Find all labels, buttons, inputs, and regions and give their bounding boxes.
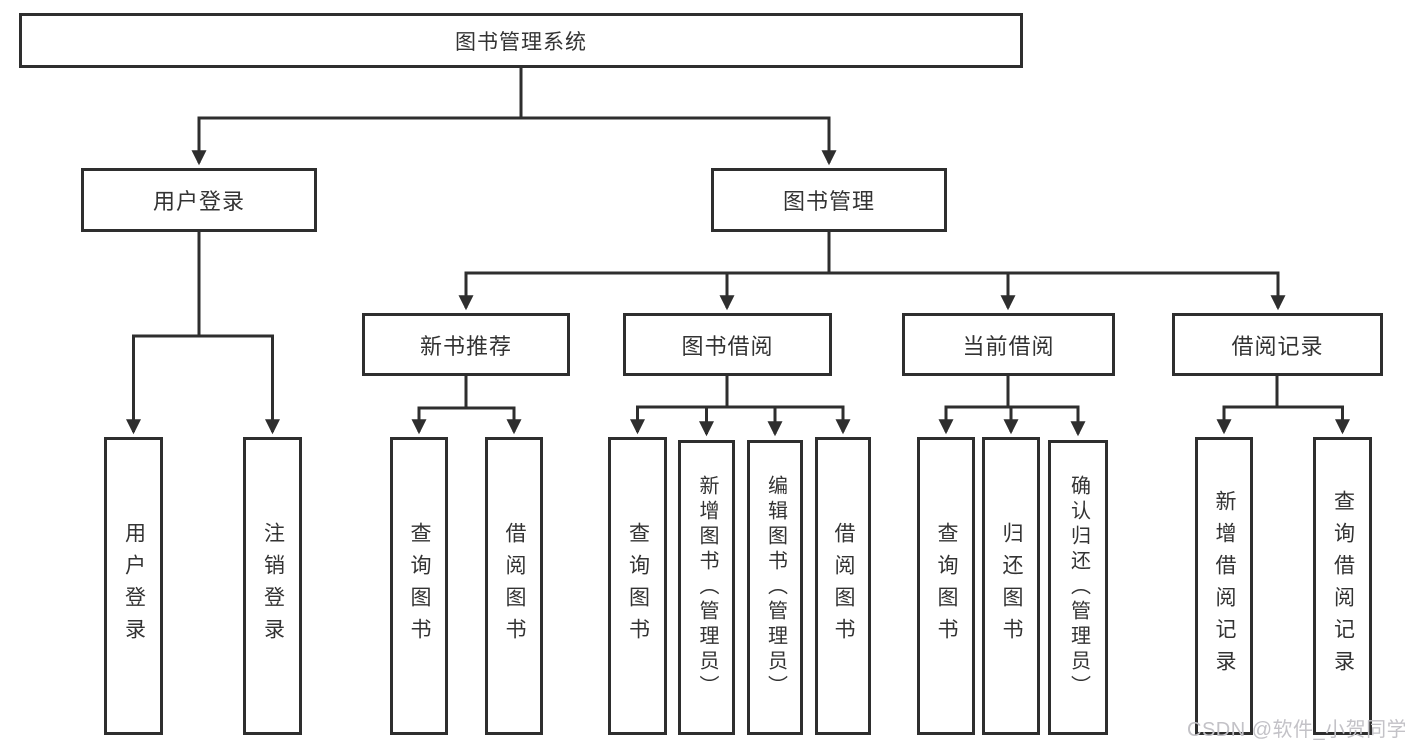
node-borrowing-records: 借阅记录 [1172, 313, 1383, 376]
leaf-add-book-admin: 新增图书（管理员） [678, 440, 735, 735]
leaf-query-books-borrow: 查询图书 [608, 437, 667, 735]
node-label: 查询图书 [626, 522, 650, 650]
node-label: 用户登录 [122, 522, 146, 650]
leaf-query-borrow-record: 查询借阅记录 [1313, 437, 1372, 735]
node-label: 图书管理 [782, 189, 875, 214]
node-label: 借阅图书 [503, 522, 527, 650]
node-label: 归还图书 [1000, 522, 1024, 650]
node-label: 新增图书（管理员） [696, 475, 718, 700]
leaf-borrow-books-recommend: 借阅图书 [485, 437, 543, 735]
leaf-logout: 注销登录 [243, 437, 302, 735]
node-label: 用户登录 [152, 189, 245, 214]
node-label: 查询图书 [935, 522, 959, 650]
node-user-login: 用户登录 [81, 168, 317, 232]
leaf-edit-book-admin: 编辑图书（管理员） [747, 440, 803, 735]
leaf-borrow-books: 借阅图书 [815, 437, 871, 735]
node-label: 编辑图书（管理员） [764, 475, 787, 700]
node-current-borrowing: 当前借阅 [902, 313, 1115, 376]
leaf-user-login: 用户登录 [104, 437, 163, 735]
node-label: 图书借阅 [681, 333, 774, 359]
node-label: 确认归还（管理员） [1067, 475, 1090, 700]
node-label: 新增借阅记录 [1213, 490, 1237, 682]
node-book-management: 图书管理 [711, 168, 947, 232]
node-label: 注销登录 [261, 522, 285, 650]
node-label: 图书管理系统 [455, 30, 587, 54]
leaf-query-books-current: 查询图书 [917, 437, 975, 735]
node-book-borrowing: 图书借阅 [623, 313, 832, 376]
node-label: 借阅记录 [1231, 333, 1324, 359]
leaf-confirm-return-admin: 确认归还（管理员） [1048, 440, 1108, 735]
leaf-return-book: 归还图书 [982, 437, 1040, 735]
node-label: 新书推荐 [419, 333, 512, 359]
node-label: 当前借阅 [962, 333, 1055, 359]
node-label: 查询借阅记录 [1331, 490, 1355, 682]
node-label: 借阅图书 [832, 522, 856, 650]
node-label: 查询图书 [408, 522, 432, 650]
csdn-watermark: CSDN @软件_小贺同学 [1187, 719, 1405, 741]
node-library-management-system: 图书管理系统 [19, 13, 1023, 68]
leaf-query-books-recommend: 查询图书 [390, 437, 448, 735]
node-new-book-recommendation: 新书推荐 [362, 313, 570, 376]
leaf-add-borrow-record: 新增借阅记录 [1195, 437, 1253, 735]
